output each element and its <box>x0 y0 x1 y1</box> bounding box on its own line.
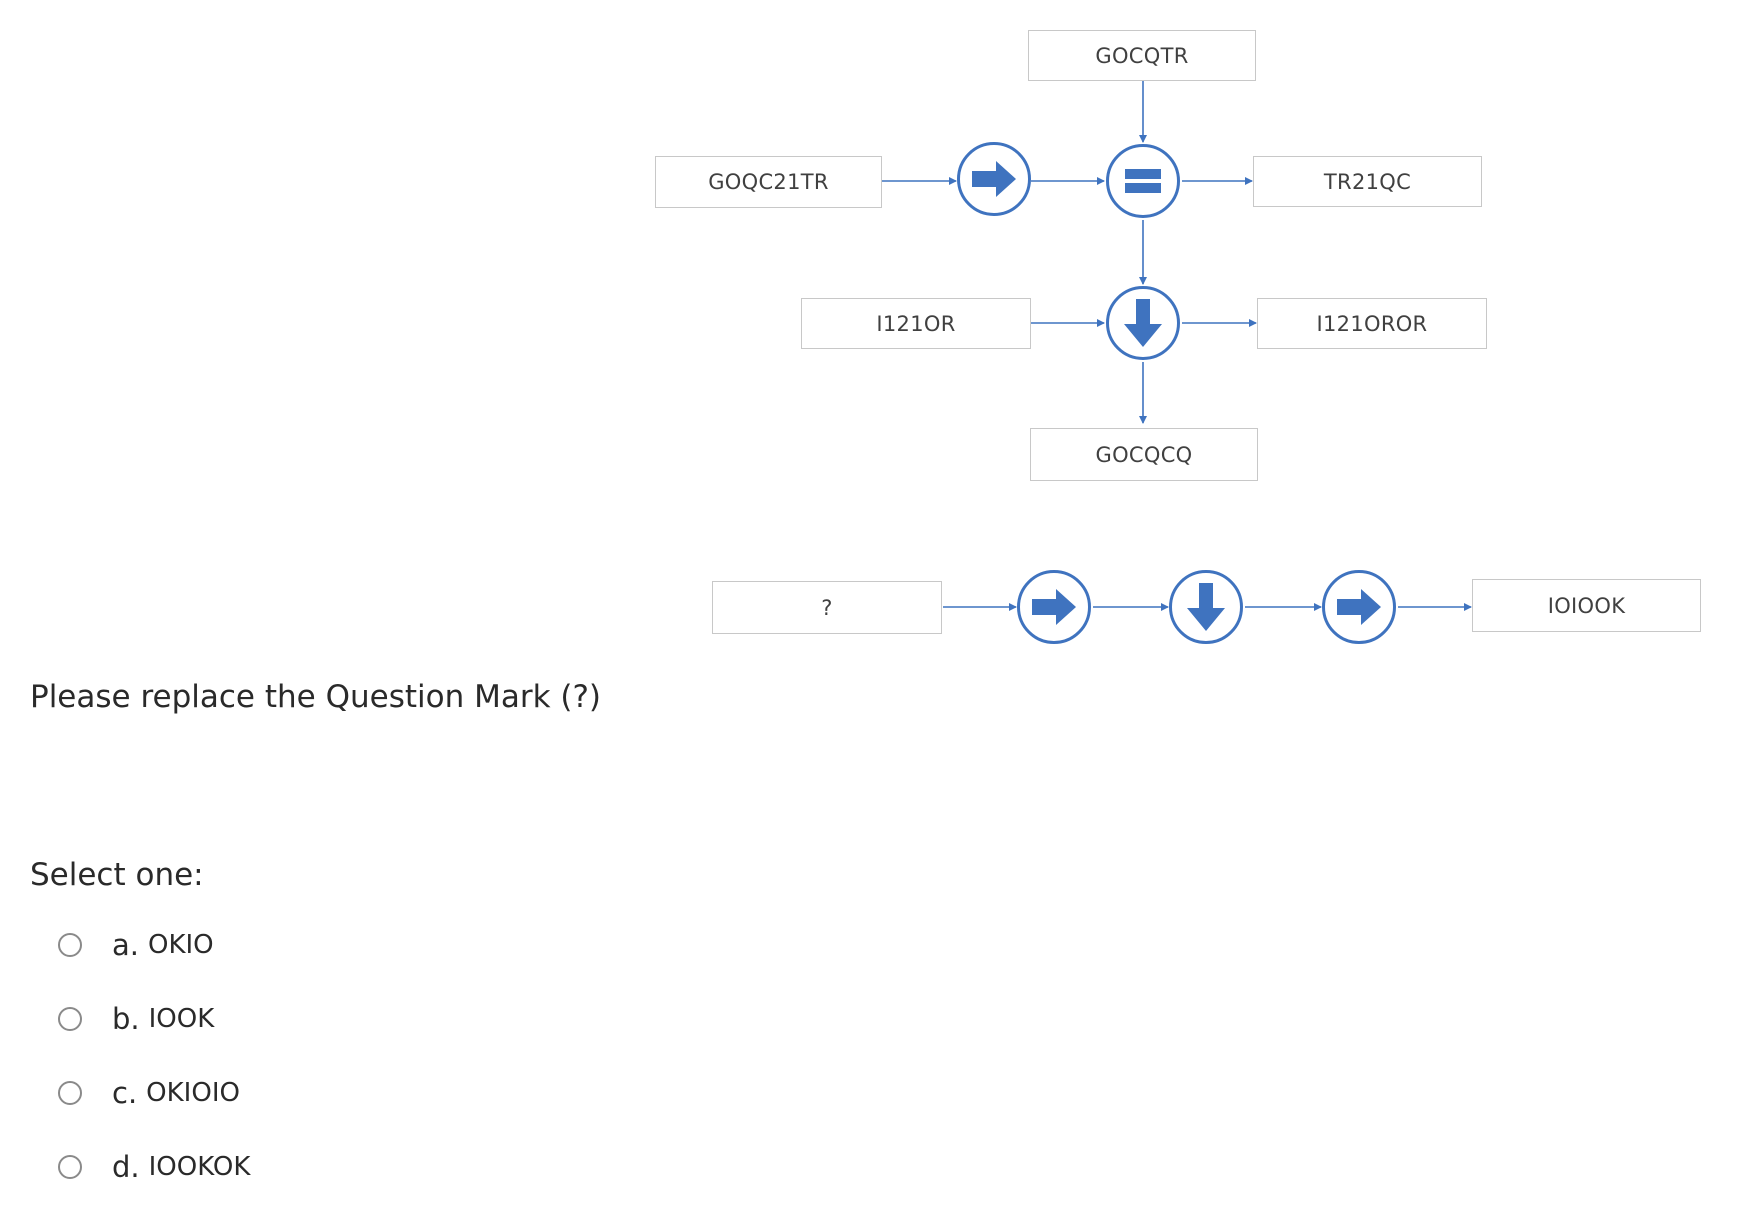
box-mid-input: I121OR <box>801 298 1031 349</box>
option-text: IOOK <box>148 1004 215 1034</box>
option-c[interactable]: c. OKIOIO <box>58 1073 240 1113</box>
box-right-output: TR21QC <box>1253 156 1482 207</box>
radio-button[interactable] <box>58 1007 82 1031</box>
box-mid-output: I121OROR <box>1257 298 1487 349</box>
box-bottom-output: GOCQCQ <box>1030 428 1258 481</box>
right-arrow-icon <box>1032 589 1076 625</box>
equals-operator <box>1106 144 1180 218</box>
option-letter: b. <box>112 1002 140 1036</box>
select-one-label: Select one: <box>30 857 204 893</box>
right-arrow-icon <box>1337 589 1381 625</box>
option-text: OKIO <box>148 930 214 960</box>
option-b[interactable]: b. IOOK <box>58 999 214 1039</box>
box-left-input: GOQC21TR <box>655 156 882 208</box>
radio-button[interactable] <box>58 1155 82 1179</box>
down-arrow-icon <box>1124 299 1162 347</box>
puzzle-right-arrow-operator-1 <box>1017 570 1091 644</box>
down-arrow-operator <box>1106 286 1180 360</box>
option-letter: a. <box>112 928 139 962</box>
option-a[interactable]: a. OKIO <box>58 925 214 965</box>
radio-button[interactable] <box>58 933 82 957</box>
box-puzzle-input: ? <box>712 581 942 634</box>
question-text: Please replace the Question Mark (?) <box>30 679 602 715</box>
connector-lines <box>881 80 1472 611</box>
puzzle-down-arrow-operator <box>1169 570 1243 644</box>
right-arrow-operator <box>957 142 1031 216</box>
option-letter: c. <box>112 1076 138 1110</box>
box-top-output: GOCQTR <box>1028 30 1256 81</box>
right-arrow-icon <box>972 161 1016 197</box>
puzzle-right-arrow-operator-2 <box>1322 570 1396 644</box>
down-arrow-icon <box>1187 583 1225 631</box>
option-text: IOOKOK <box>148 1152 251 1182</box>
option-d[interactable]: d. IOOKOK <box>58 1147 250 1187</box>
radio-button[interactable] <box>58 1081 82 1105</box>
option-text: OKIOIO <box>146 1078 240 1108</box>
box-puzzle-output: IOIOOK <box>1472 579 1701 632</box>
option-letter: d. <box>112 1150 140 1184</box>
puzzle-diagram: GOCQTR GOQC21TR TR21QC I121OR I121OROR G… <box>655 30 1701 644</box>
equals-icon <box>1125 169 1161 193</box>
